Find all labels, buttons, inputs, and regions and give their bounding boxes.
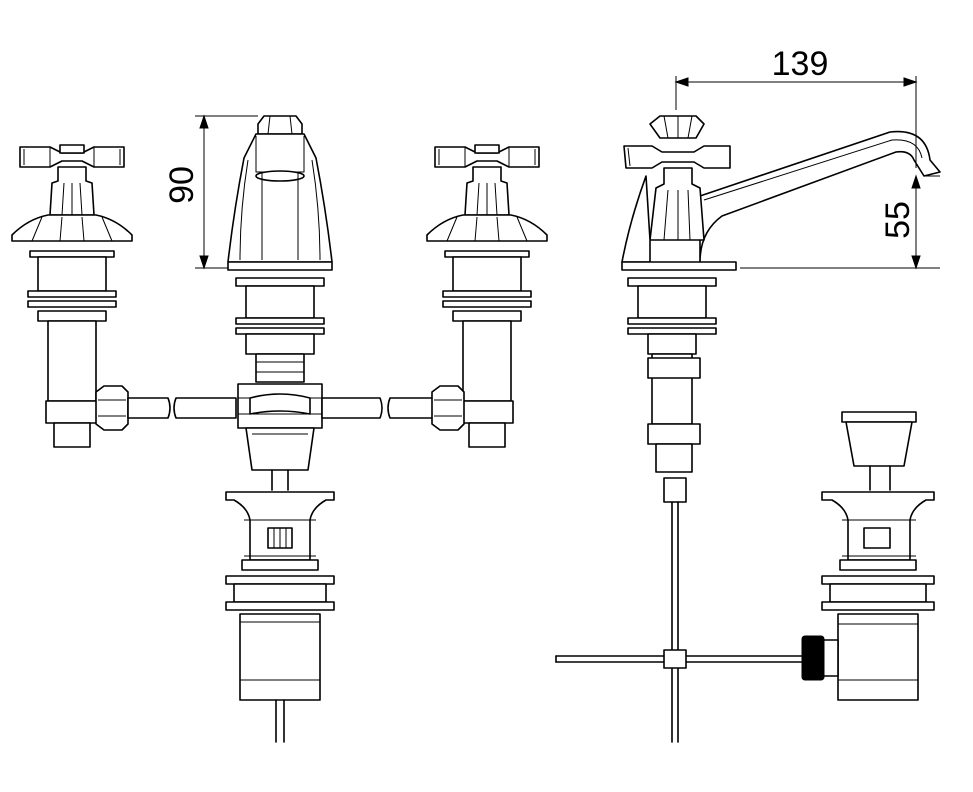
- right-supply-pipe: [321, 397, 437, 419]
- left-supply-pipe: [127, 397, 237, 419]
- basin-waste-front: [225, 491, 335, 743]
- right-connector-nut: [431, 385, 465, 431]
- dimension-90-label: 90: [163, 166, 201, 204]
- dimension-55-label: 55: [879, 201, 917, 239]
- dimension-spout-reach: 139: [674, 45, 918, 168]
- dimension-spout-height: 55: [740, 174, 940, 270]
- centre-tee-connector: [237, 383, 323, 429]
- centre-popup-housing: [245, 427, 315, 491]
- side-view-waste: [801, 411, 935, 701]
- dimension-139-label: 139: [772, 45, 829, 83]
- waste-knurled-nut: [801, 635, 825, 681]
- left-connector-nut: [95, 385, 129, 431]
- centre-spout-front: [227, 115, 333, 383]
- dimension-height-outlet: 90: [163, 114, 258, 270]
